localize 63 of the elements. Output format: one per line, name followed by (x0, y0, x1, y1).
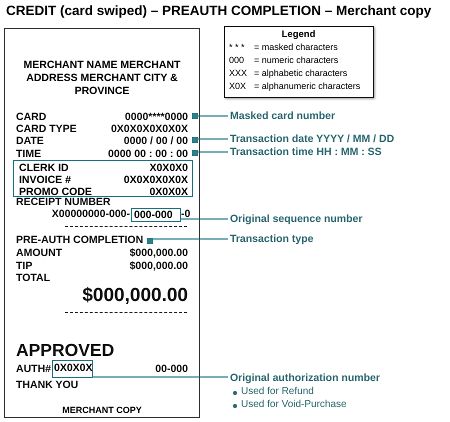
field-name: CLERK ID (19, 162, 69, 174)
legend-symbol: * * * (229, 42, 245, 52)
receipt-text: TIP (16, 260, 32, 272)
annotation-text: Original sequence number (230, 213, 362, 226)
legend-symbol: 000 (229, 55, 244, 66)
field-value: 0X0X0X (149, 186, 188, 198)
receipt-text: AMOUNT (16, 247, 62, 260)
leader-line (93, 376, 228, 378)
receipt-value: 0000 00 : 00 : 00 (108, 148, 188, 160)
field-name: PROMO CODE (19, 186, 92, 198)
receipt-value: $000,000.00 (82, 285, 188, 307)
receipt-value: 0000 / 00 / 00 (124, 135, 188, 148)
receipt-text: PRE-AUTH COMPLETION (16, 234, 144, 246)
highlight-box (13, 160, 193, 197)
annotation-text: Transaction date YYYY / MM / DD (230, 133, 394, 146)
legend-description: = alphanumeric characters (254, 81, 360, 92)
legend-symbol: XXX (229, 68, 248, 78)
legend-description: = alphabetic characters (254, 68, 348, 78)
field-name: INVOICE # (19, 174, 71, 186)
receipt-text: TOTAL (16, 272, 50, 284)
receipt-value: 0000****0000 (124, 111, 188, 124)
legend-title: Legend (280, 30, 316, 41)
leader-line (181, 218, 228, 220)
receipt-value: $000,000.00 (130, 260, 188, 272)
receipt-value: $000,000.00 (130, 247, 188, 260)
receipt-value: 00-000 (155, 363, 188, 376)
marker-square (192, 113, 198, 119)
leader-line (198, 138, 228, 140)
receipt-paper (4, 28, 200, 418)
legend-description: = numeric characters (254, 55, 338, 66)
annotation-text: Transaction time HH : MM : SS (230, 146, 382, 158)
marker-square (192, 137, 198, 143)
field-value: 0X0X0X0X0X (124, 174, 188, 186)
receipt-text: RECEIPT NUMBER (16, 196, 111, 208)
receipt-text: AUTH# (16, 363, 52, 376)
bullet-text: Used for Void-Purchase (241, 399, 347, 410)
receipt-text: THANK YOU (16, 379, 78, 392)
receipt-footer: MERCHANT COPY (5, 405, 199, 416)
field-value: X0X0X0 (149, 162, 188, 174)
annotation-text: Transaction type (230, 233, 314, 246)
receipt-text: CARD (16, 111, 46, 124)
receipt-text: TIME (16, 148, 42, 160)
title: CREDIT (card swiped) – PREAUTH COMPLETION – Merchant copy (6, 3, 432, 19)
annotation-text: Masked card number (230, 110, 336, 122)
receipt-value: 0X0X0X0X0X0X (110, 123, 188, 136)
receipt-text: DATE (16, 135, 44, 148)
leader-line (198, 151, 228, 153)
highlight-box (131, 208, 181, 222)
legend-symbol: X0X (229, 81, 246, 92)
annotation-text: Original authorization number (230, 372, 380, 384)
marker-square (147, 238, 153, 244)
legend-box (224, 26, 374, 98)
leader-line (198, 115, 228, 117)
merchant-header: MERCHANT NAME MERCHANT ADDRESS MERCHANT CITY & PROVINCE (22, 59, 182, 98)
bullet-text: Used for Refund (241, 386, 314, 398)
receipt-text: APPROVED (16, 340, 114, 360)
legend-description: = masked characters (254, 42, 338, 52)
receipt-text: CARD TYPE (16, 123, 77, 136)
receipt-value: X00000000-000- (52, 208, 130, 220)
receipt-value: -0 (181, 208, 190, 220)
marker-square (192, 150, 198, 156)
leader-line (153, 238, 228, 240)
receipt-value: 000-000 (134, 209, 173, 222)
